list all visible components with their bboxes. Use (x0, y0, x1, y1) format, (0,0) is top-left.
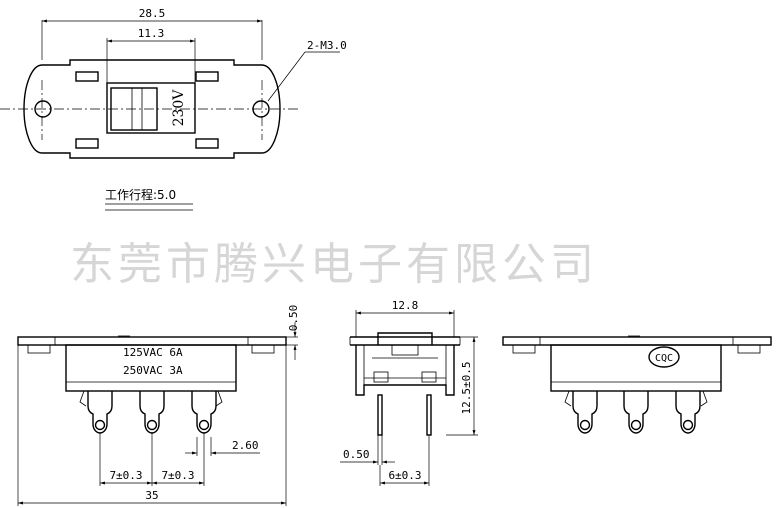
front-view: 125VAC 6A 250VAC 3A 0.50 2.60 7±0.3 7±0.… (17, 305, 300, 506)
dim-side-width: 12.8 (392, 299, 419, 312)
dim-plate-thickness: 0.50 (287, 305, 300, 332)
dim-side-height: 12.5±0.5 (460, 362, 473, 415)
slider-actuator (110, 87, 158, 131)
dim-pitch-1: 7±0.3 (109, 469, 142, 482)
back-view: CQC (502, 335, 772, 434)
rating-line-1: 125VAC 6A (123, 346, 183, 359)
dim-pitch-2: 7±0.3 (161, 469, 194, 482)
company-watermark: 东莞市腾兴电子有限公司 (70, 239, 598, 290)
dim-total-length: 35 (145, 489, 158, 502)
dim-overall-width: 28.5 (139, 7, 166, 20)
travel-note: 工作行程:5.0 (105, 187, 176, 202)
top-view: 230V 28.5 11.3 2-M3.0 (0, 7, 347, 159)
cqc-mark: CQC (655, 353, 673, 364)
rating-line-2: 250VAC 3A (123, 364, 183, 377)
side-view: 12.8 12.5±0.5 0.50 6±0.3 (340, 299, 478, 486)
hole-callout: 2-M3.0 (307, 39, 347, 52)
dim-slot-width: 11.3 (138, 27, 165, 40)
mounting-hole-left (34, 100, 52, 118)
dim-pin-thickness: 0.50 (343, 448, 370, 461)
dim-pin-spacing: 6±0.3 (388, 469, 421, 482)
voltage-mark: 230V (171, 89, 187, 127)
mounting-hole-right (252, 100, 270, 118)
dim-pin-width: 2.60 (232, 439, 259, 452)
